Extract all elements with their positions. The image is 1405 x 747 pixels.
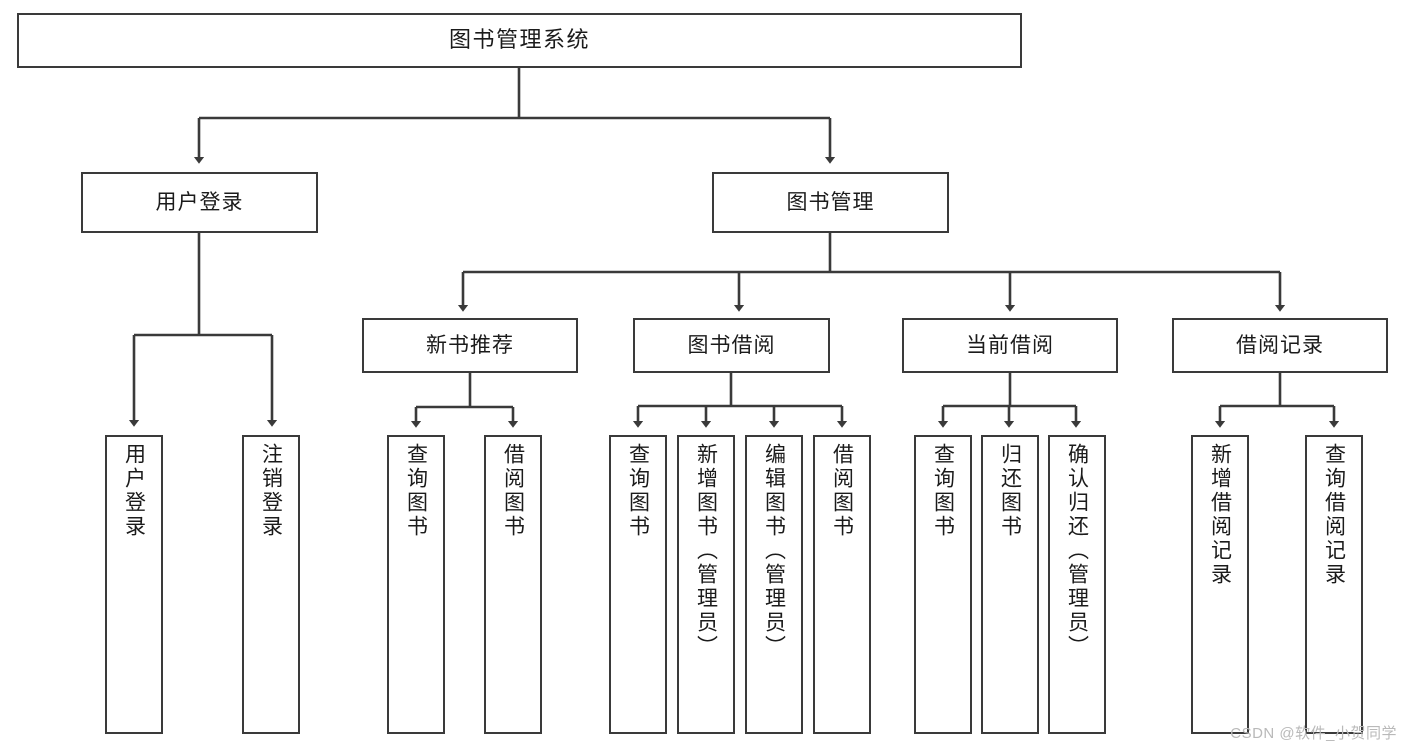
leaf-user-login-signout[interactable]: 注销登录 <box>242 435 300 734</box>
leaf-current-query-book[interactable]: 查询图书 <box>914 435 972 734</box>
node-label: 新增图书（管理员） <box>694 443 718 659</box>
leaf-recommend-borrow-book[interactable]: 借阅图书 <box>484 435 542 734</box>
leaf-current-confirm-return[interactable]: 确认归还（管理员） <box>1048 435 1106 734</box>
node-new-book-recommend[interactable]: 新书推荐 <box>362 318 578 373</box>
leaf-current-return-book[interactable]: 归还图书 <box>981 435 1039 734</box>
node-label: 确认归还（管理员） <box>1065 443 1089 659</box>
leaf-borrow-query-book[interactable]: 查询图书 <box>609 435 667 734</box>
leaf-recommend-query-book[interactable]: 查询图书 <box>387 435 445 734</box>
node-label: 用户登录 <box>122 443 146 539</box>
watermark-text: CSDN @软件_小贺同学 <box>1230 725 1397 742</box>
node-label: 查询借阅记录 <box>1322 443 1346 587</box>
node-label: 图书管理系统 <box>448 27 590 53</box>
node-label: 图书借阅 <box>687 333 776 357</box>
node-label: 查询图书 <box>626 443 650 539</box>
node-label: 借阅图书 <box>501 443 525 539</box>
node-label: 用户登录 <box>155 190 244 214</box>
node-user-login[interactable]: 用户登录 <box>81 172 318 233</box>
node-book-borrow[interactable]: 图书借阅 <box>633 318 830 373</box>
node-label: 图书管理 <box>786 190 875 214</box>
node-borrow-record[interactable]: 借阅记录 <box>1172 318 1388 373</box>
node-label: 查询图书 <box>404 443 428 539</box>
leaf-borrow-borrow-book[interactable]: 借阅图书 <box>813 435 871 734</box>
leaf-borrow-edit-book[interactable]: 编辑图书（管理员） <box>745 435 803 734</box>
leaf-borrow-add-book[interactable]: 新增图书（管理员） <box>677 435 735 734</box>
node-current-borrow[interactable]: 当前借阅 <box>902 318 1118 373</box>
leaf-record-query-record[interactable]: 查询借阅记录 <box>1305 435 1363 734</box>
node-label: 借阅图书 <box>830 443 854 539</box>
leaf-user-login-signin[interactable]: 用户登录 <box>105 435 163 734</box>
node-label: 查询图书 <box>931 443 955 539</box>
leaf-record-add-record[interactable]: 新增借阅记录 <box>1191 435 1249 734</box>
node-book-management[interactable]: 图书管理 <box>712 172 949 233</box>
node-label: 借阅记录 <box>1236 333 1324 357</box>
node-label: 归还图书 <box>998 443 1022 539</box>
node-label: 当前借阅 <box>966 333 1054 357</box>
node-label: 新书推荐 <box>426 333 514 357</box>
node-root-system[interactable]: 图书管理系统 <box>17 13 1022 68</box>
node-label: 编辑图书（管理员） <box>762 443 786 659</box>
node-label: 新增借阅记录 <box>1208 443 1232 587</box>
node-label: 注销登录 <box>259 443 283 539</box>
